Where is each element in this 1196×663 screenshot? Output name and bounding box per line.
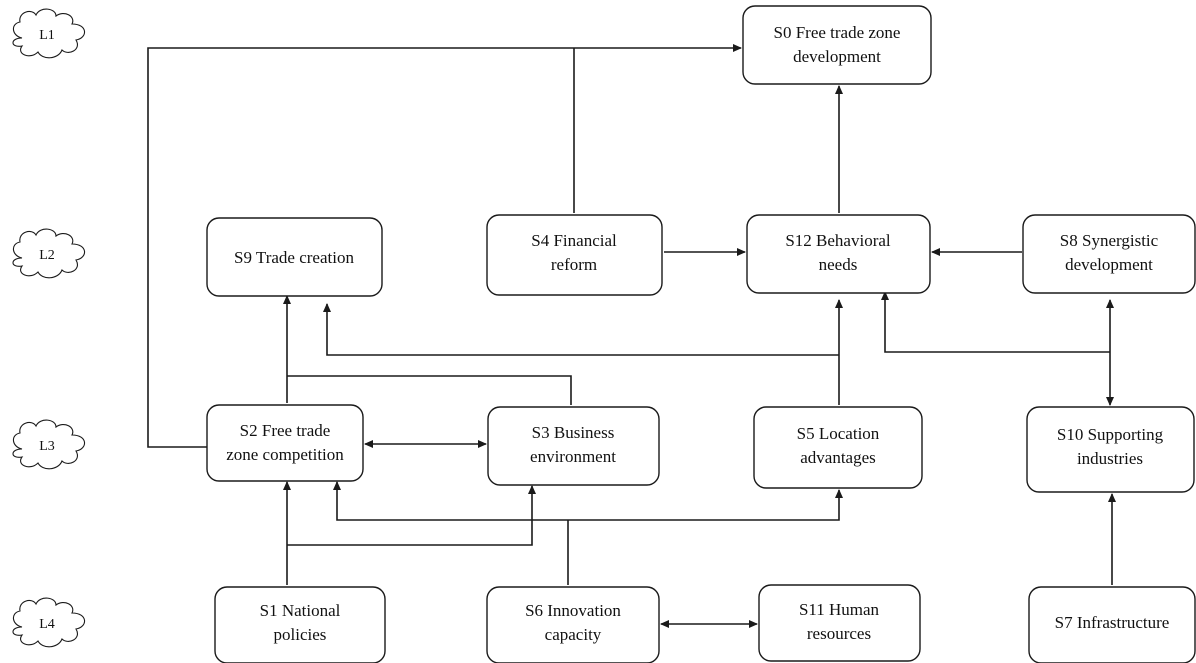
edge-s6-to-s5 bbox=[568, 489, 843, 521]
node-s12: S12 Behavioral needs bbox=[746, 214, 931, 294]
node-label: capacity bbox=[545, 625, 602, 644]
edge-s3-to-s9 bbox=[287, 375, 572, 405]
node-s7: S7 Infrastructure bbox=[1028, 586, 1196, 663]
level-cloud-l3: L3 bbox=[12, 419, 86, 470]
node-label: S9 Trade creation bbox=[234, 248, 354, 267]
node-label: development bbox=[793, 47, 881, 66]
node-s9: S9 Trade creation bbox=[206, 217, 383, 297]
node-label: S8 Synergistic bbox=[1060, 231, 1159, 250]
node-label: needs bbox=[819, 255, 858, 274]
node-label: S11 Human bbox=[799, 600, 880, 619]
node-s6: S6 Innovation capacity bbox=[486, 586, 660, 663]
node-label: S3 Business bbox=[532, 423, 615, 442]
node-label: S7 Infrastructure bbox=[1055, 613, 1170, 632]
node-label: development bbox=[1065, 255, 1153, 274]
node-s2: S2 Free trade zone competition bbox=[206, 404, 364, 482]
node-s5: S5 Location advantages bbox=[753, 406, 923, 489]
node-label: S2 Free trade bbox=[240, 421, 331, 440]
level-cloud-l2: L2 bbox=[12, 228, 86, 279]
node-label: S10 Supporting bbox=[1057, 425, 1164, 444]
level-label: L1 bbox=[39, 28, 55, 43]
node-label: environment bbox=[530, 447, 616, 466]
node-label: S12 Behavioral bbox=[785, 231, 891, 250]
node-label: S0 Free trade zone bbox=[774, 23, 901, 42]
edge-s6-to-s2 bbox=[333, 481, 568, 521]
level-cloud-l1: L1 bbox=[12, 8, 86, 59]
edge-s2-to-s0 bbox=[147, 44, 742, 448]
node-label: policies bbox=[274, 625, 327, 644]
edge-s10-to-s12 bbox=[881, 291, 1110, 353]
node-label: S4 Financial bbox=[531, 231, 617, 250]
level-label: L3 bbox=[39, 439, 55, 454]
level-label: L4 bbox=[39, 617, 55, 632]
level-cloud-l4: L4 bbox=[12, 597, 86, 648]
node-label: S6 Innovation bbox=[525, 601, 621, 620]
node-s11: S11 Human resources bbox=[758, 584, 921, 662]
node-s4: S4 Financial reform bbox=[486, 214, 663, 296]
node-label: reform bbox=[551, 255, 597, 274]
node-label: zone competition bbox=[226, 445, 344, 464]
level-label: L2 bbox=[39, 248, 55, 263]
node-label: resources bbox=[807, 624, 871, 643]
node-s1: S1 National policies bbox=[214, 586, 386, 663]
node-label: S5 Location bbox=[797, 424, 880, 443]
edge-s5-to-s9 bbox=[323, 303, 839, 356]
node-label: S1 National bbox=[260, 601, 341, 620]
node-label: industries bbox=[1077, 449, 1143, 468]
node-s8: S8 Synergistic development bbox=[1022, 214, 1196, 294]
node-s3: S3 Business environment bbox=[487, 406, 660, 486]
node-s0: S0 Free trade zone development bbox=[742, 5, 932, 85]
edge-s1-to-s3 bbox=[287, 485, 536, 546]
node-s10: S10 Supporting industries bbox=[1026, 406, 1195, 493]
node-label: advantages bbox=[800, 448, 876, 467]
